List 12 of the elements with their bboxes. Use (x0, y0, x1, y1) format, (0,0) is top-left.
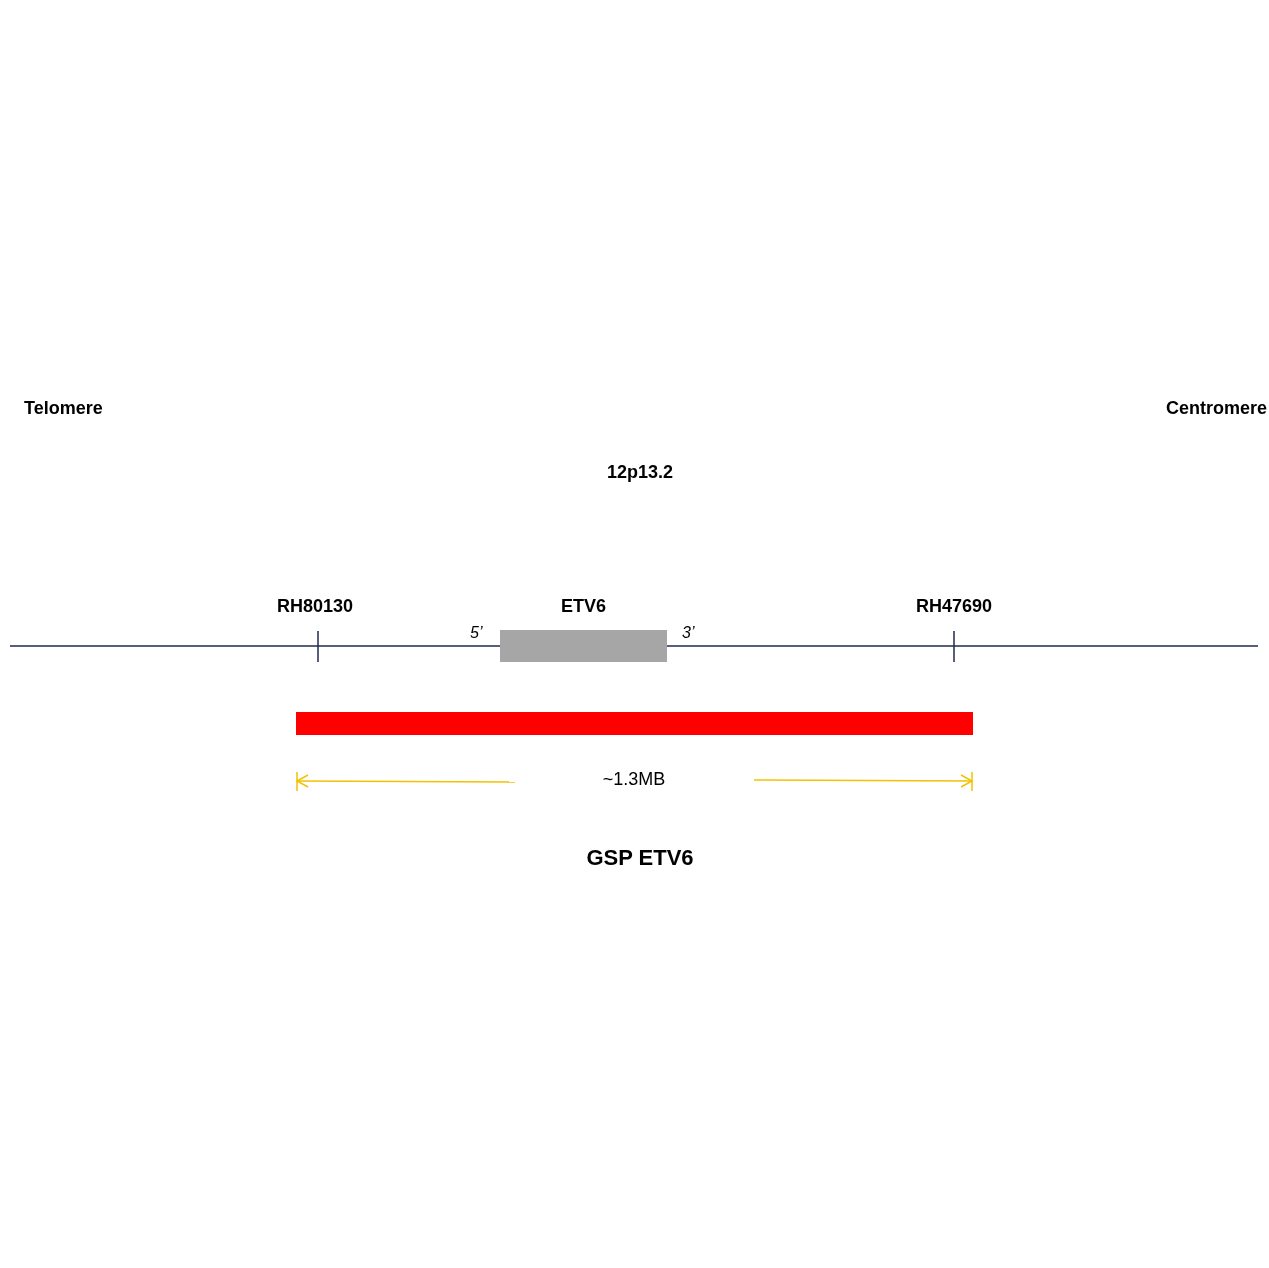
region-label: Telomere (24, 397, 103, 420)
band-label: 12p13.2 (606, 461, 674, 484)
region-label: Centromere (1165, 397, 1267, 420)
probe-bar (296, 712, 973, 735)
marker-label: RH47690 (915, 595, 993, 618)
dimension-label: ~1.3MB (602, 768, 666, 791)
marker-label: RH80130 (276, 595, 354, 618)
gene-box (500, 630, 667, 662)
gene-label: ETV6 (561, 595, 606, 618)
strand-end-label: 5’ (470, 623, 483, 643)
strand-end-label: 3’ (682, 623, 695, 643)
probe-caption: GSP ETV6 (586, 844, 694, 872)
